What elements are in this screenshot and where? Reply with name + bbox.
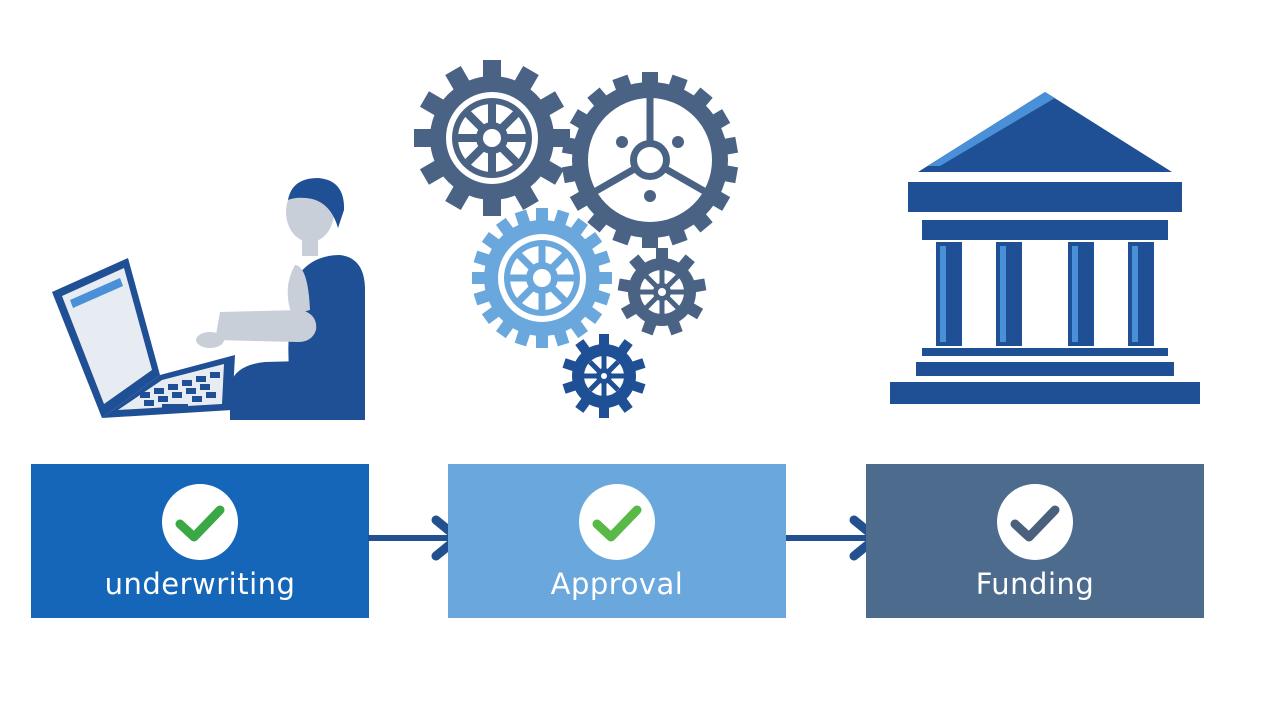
check-circle-icon (579, 484, 655, 560)
person-at-laptop-icon (52, 178, 365, 420)
stage-label: Funding (975, 567, 1095, 601)
bank-building-icon (890, 92, 1200, 404)
check-circle-icon (997, 484, 1073, 560)
stage-approval: Approval (448, 464, 786, 618)
check-circle-icon (162, 484, 238, 560)
gears-icon (414, 60, 739, 418)
stage-label: underwriting (104, 567, 296, 601)
stage-label: Approval (550, 567, 684, 601)
stage-funding: Funding (866, 464, 1204, 618)
stage-underwriting: underwriting (31, 464, 369, 618)
